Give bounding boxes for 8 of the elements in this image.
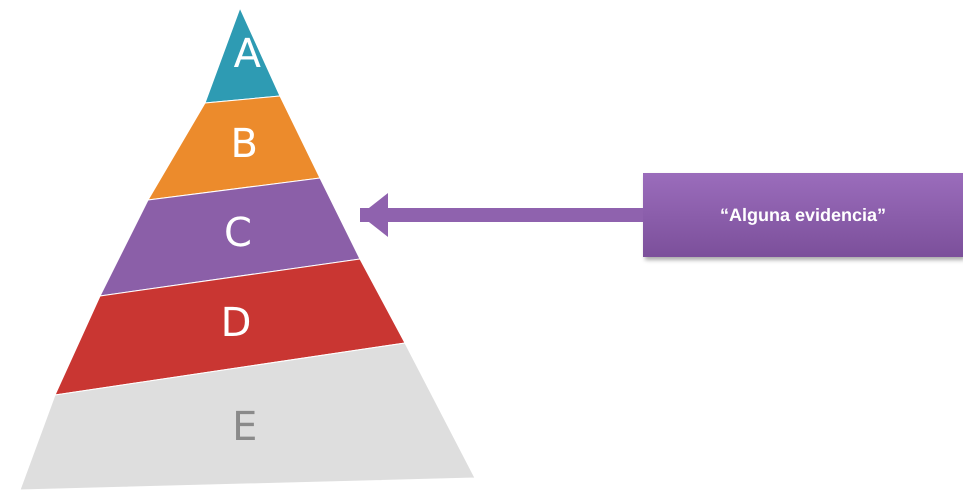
band-letter: E bbox=[232, 404, 258, 450]
callout-box bbox=[643, 173, 963, 257]
band-letter: D bbox=[220, 300, 252, 346]
band-letter: C bbox=[224, 210, 252, 256]
callout-text: “Alguna evidencia” bbox=[720, 204, 886, 226]
arrow bbox=[360, 193, 643, 237]
band-letter: A bbox=[234, 30, 261, 77]
band-letter: B bbox=[230, 121, 258, 168]
